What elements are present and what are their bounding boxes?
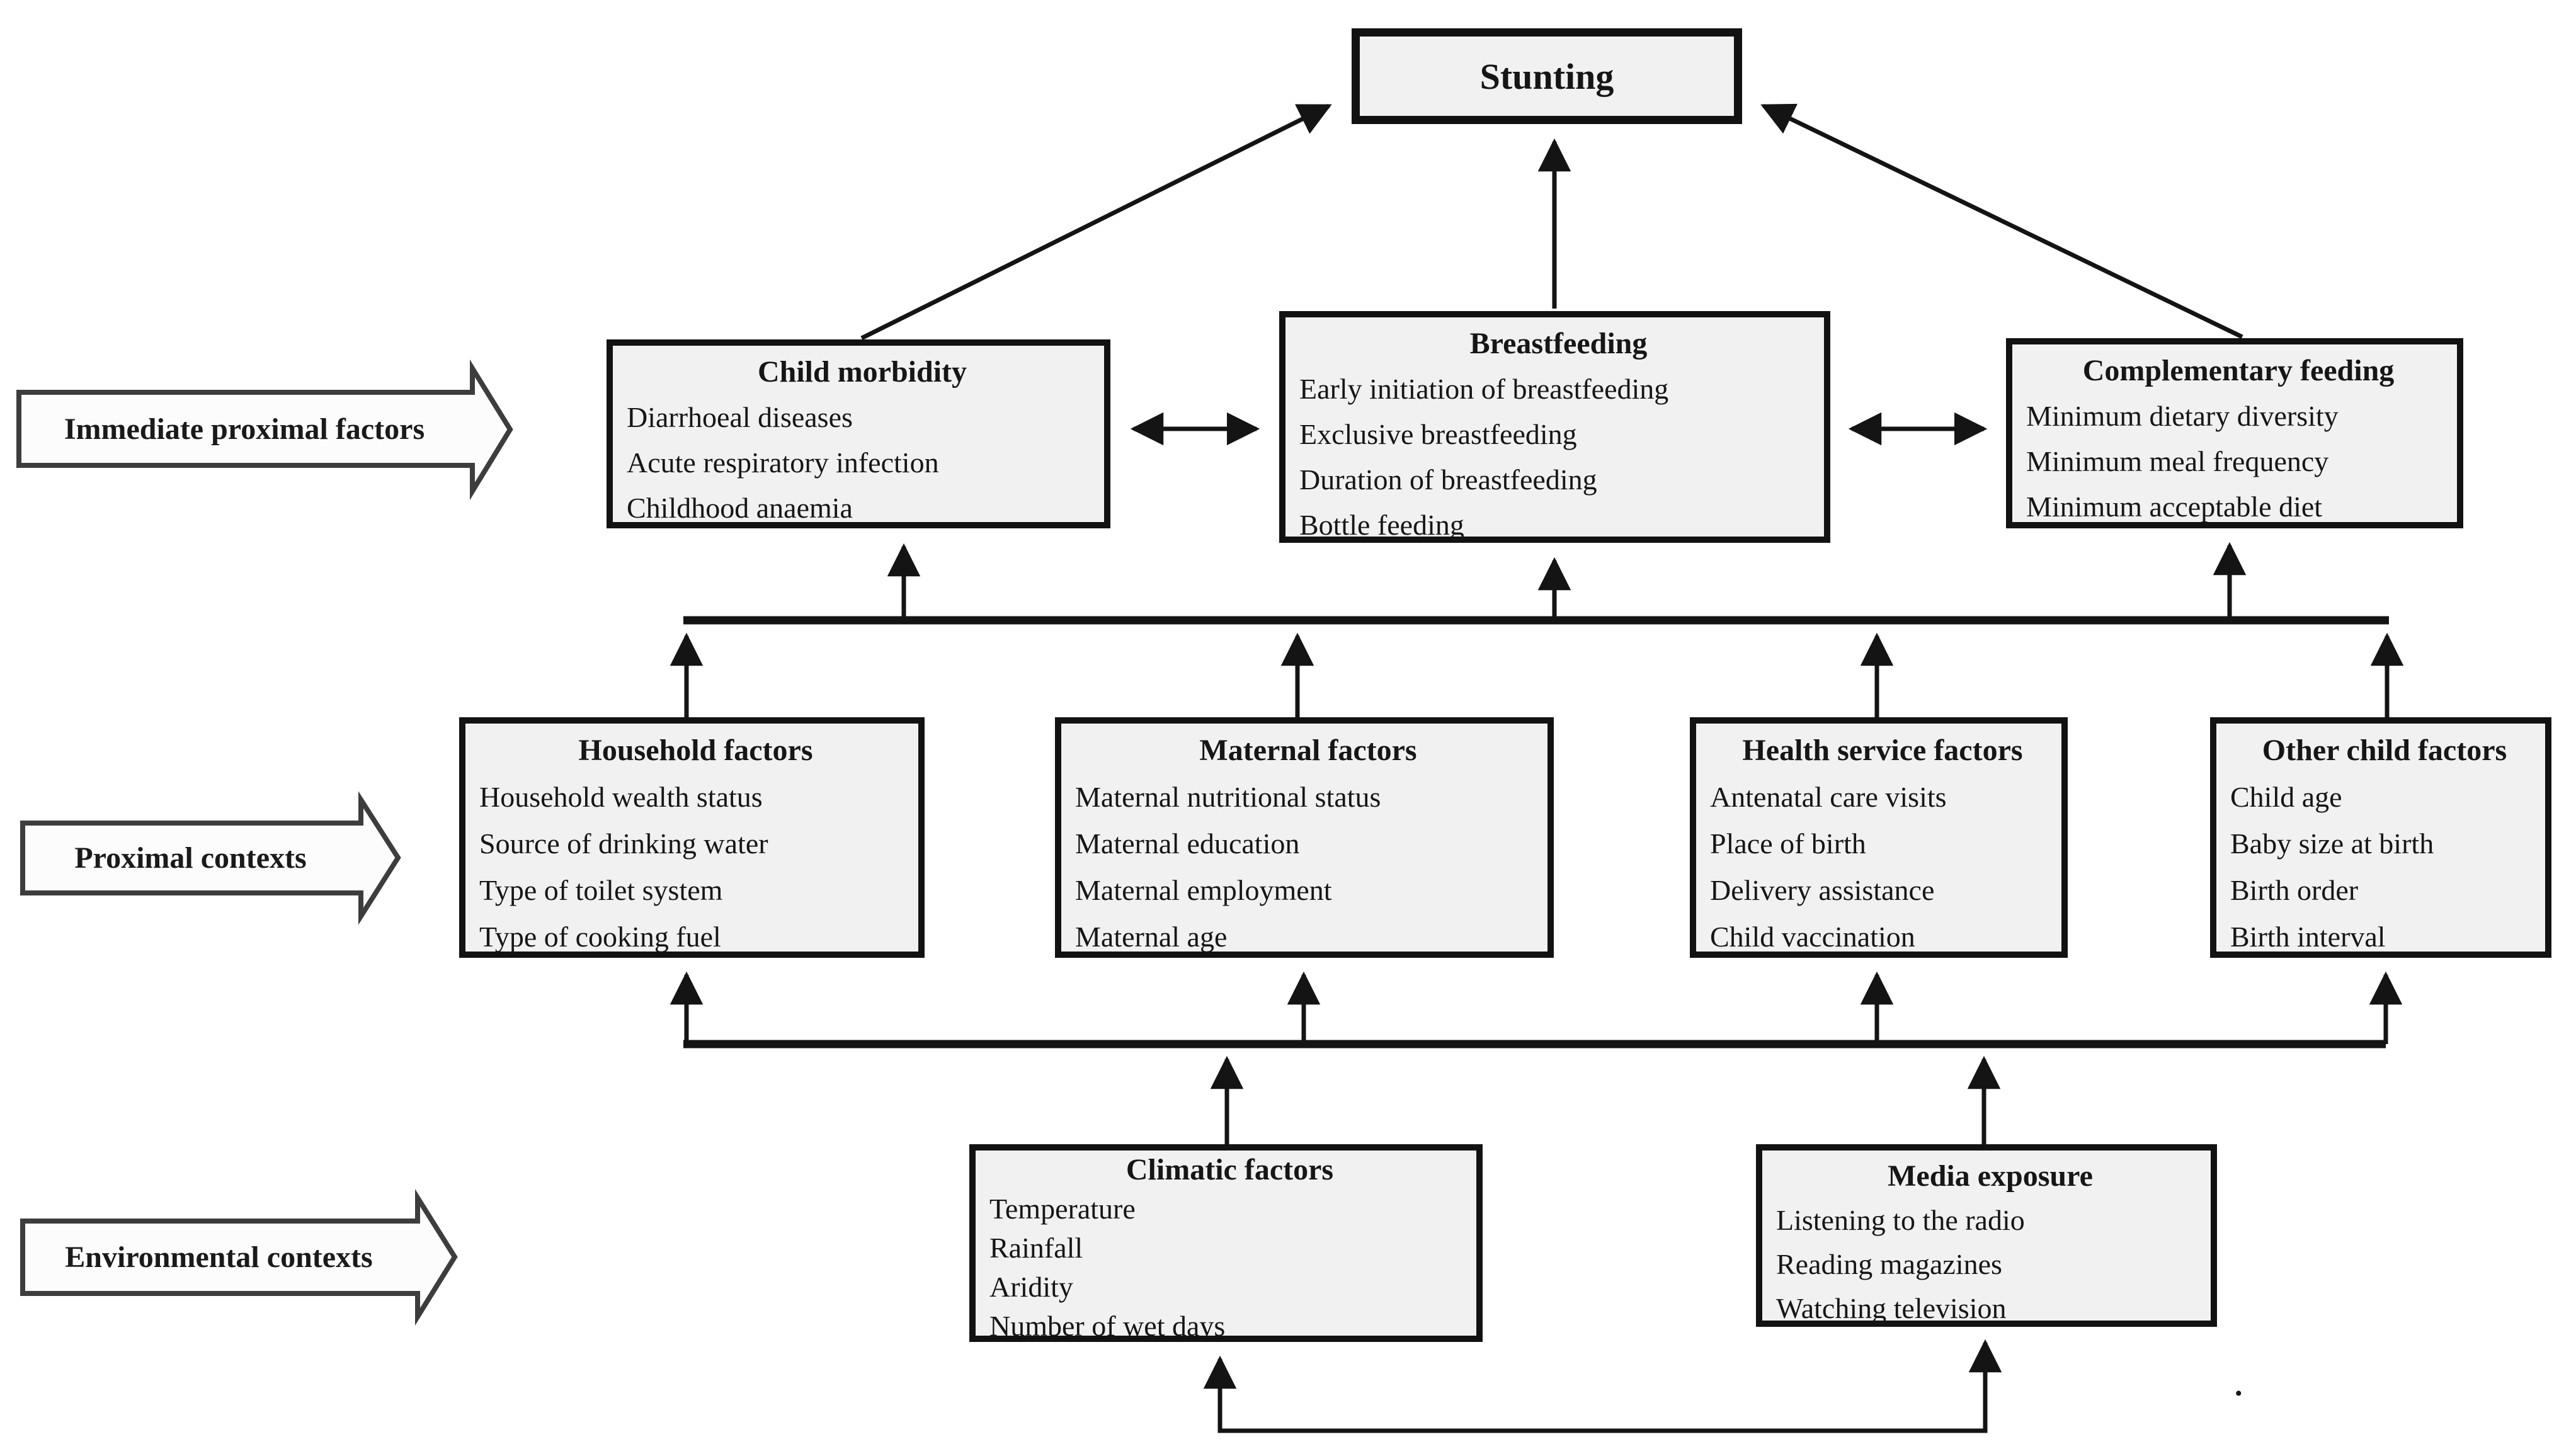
box-item: Watching television xyxy=(1776,1292,2007,1324)
box-media-exposure: Media exposure Listening to the radio Re… xyxy=(1756,1144,2217,1327)
box-climatic-factors: Climatic factors Temperature Rainfall Ar… xyxy=(969,1144,1483,1342)
box-household-factors: Household factors Household wealth statu… xyxy=(459,717,925,958)
side-label-environmental-contexts: Environmental contexts xyxy=(20,1189,461,1326)
box-item: Rainfall xyxy=(989,1232,1083,1264)
arrow-complementary-to-stunting xyxy=(1760,103,2243,339)
box-title: Household factors xyxy=(578,734,813,767)
box-maternal-factors: Maternal factors Maternal nutritional st… xyxy=(1055,717,1554,958)
box-item: Maternal education xyxy=(1075,827,1300,860)
box-item: Temperature xyxy=(989,1193,1136,1225)
box-item: Household wealth status xyxy=(479,781,763,813)
box-item: Antenatal care visits xyxy=(1710,781,1947,813)
box-item: Childhood anaemia xyxy=(627,492,853,524)
box-item: Duration of breastfeeding xyxy=(1299,463,1597,496)
box-item: Delivery assistance xyxy=(1710,874,1935,906)
side-label-text: Immediate proximal factors xyxy=(64,412,425,446)
box-title: Media exposure xyxy=(1888,1159,2093,1193)
box-title: Health service factors xyxy=(1742,734,2023,767)
box-breastfeeding: Breastfeeding Early initiation of breast… xyxy=(1279,311,1830,543)
box-title: Complementary feeding xyxy=(2082,354,2395,387)
box-item: Maternal employment xyxy=(1075,874,1332,906)
box-item: Birth order xyxy=(2230,874,2359,906)
box-child-morbidity: Child morbidity Diarrhoeal diseases Acut… xyxy=(607,339,1110,528)
box-item: Maternal nutritional status xyxy=(1075,781,1381,813)
box-item: Maternal age xyxy=(1075,921,1228,953)
box-stunting: Stunting xyxy=(1352,28,1742,124)
box-item: Bottle feeding xyxy=(1299,509,1464,541)
box-title: Maternal factors xyxy=(1199,734,1417,767)
box-title: Stunting xyxy=(1479,55,1614,97)
block-arrow-right-icon xyxy=(20,791,401,925)
box-item: Exclusive breastfeeding xyxy=(1299,418,1577,450)
box-health-service-factors: Health service factors Antenatal care vi… xyxy=(1690,717,2068,958)
box-complementary-feeding: Complementary feeding Minimum dietary di… xyxy=(2006,338,2463,528)
side-label-proximal-contexts: Proximal contexts xyxy=(20,791,404,925)
box-item: Child age xyxy=(2230,781,2342,813)
box-title: Child morbidity xyxy=(757,355,967,389)
box-other-child-factors: Other child factors Child age Baby size … xyxy=(2210,717,2551,958)
box-item: Minimum dietary diversity xyxy=(2026,400,2339,432)
box-title: Other child factors xyxy=(2262,734,2507,767)
box-item: Listening to the radio xyxy=(1776,1204,2025,1236)
box-item: Minimum acceptable diet xyxy=(2026,491,2323,523)
side-label-immediate-proximal-factors: Immediate proximal factors xyxy=(16,359,514,501)
block-arrow-right-icon xyxy=(16,359,513,501)
arrow-childmorbidity-to-stunting xyxy=(860,103,1332,341)
stray-period: . xyxy=(2235,1367,2243,1402)
box-item: Baby size at birth xyxy=(2230,827,2434,860)
box-item: Minimum meal frequency xyxy=(2026,445,2329,477)
box-title: Climatic factors xyxy=(1126,1153,1334,1186)
box-item: Reading magazines xyxy=(1776,1248,2002,1280)
arrow-bottom-mutual-link xyxy=(1203,1339,2002,1433)
box-item: Type of cooking fuel xyxy=(479,921,721,953)
box-title: Breastfeeding xyxy=(1469,327,1648,360)
side-label-text: Environmental contexts xyxy=(65,1241,373,1274)
box-item: Number of wet days xyxy=(989,1310,1226,1342)
box-item: Source of drinking water xyxy=(479,827,768,860)
box-item: Birth interval xyxy=(2230,921,2386,953)
box-item: Aridity xyxy=(989,1271,1073,1303)
box-item: Place of birth xyxy=(1710,827,1866,860)
box-item: Child vaccination xyxy=(1710,921,1915,953)
box-item: Diarrhoeal diseases xyxy=(627,401,853,433)
box-item: Type of toilet system xyxy=(479,874,723,906)
block-arrow-right-icon xyxy=(20,1189,458,1326)
box-item: Early initiation of breastfeeding xyxy=(1299,373,1669,405)
side-label-text: Proximal contexts xyxy=(74,841,307,875)
box-item: Acute respiratory infection xyxy=(627,446,939,479)
